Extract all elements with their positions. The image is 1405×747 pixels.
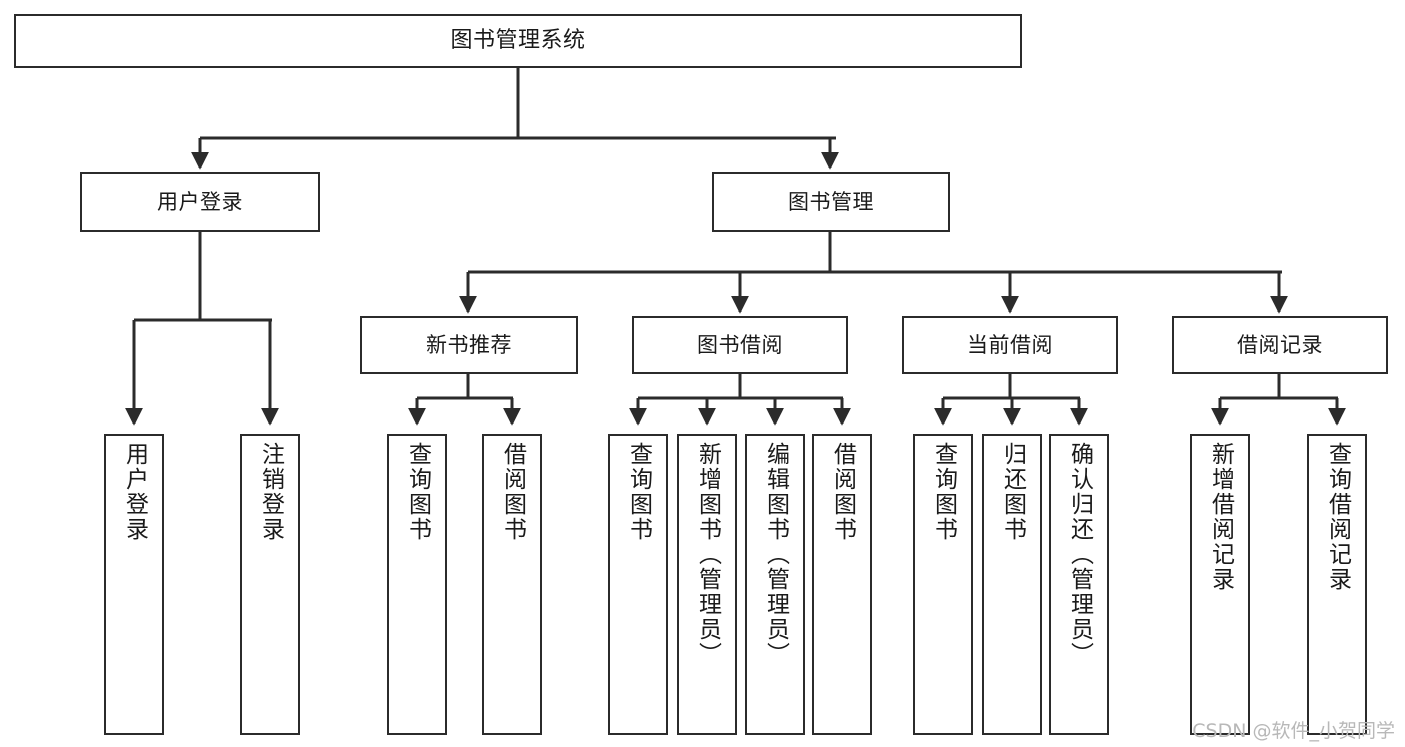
node-book-borrow-label: 图书借阅 [697, 332, 783, 357]
node-root[interactable]: 图书管理系统 [14, 14, 1022, 68]
node-leaf-return-book-label: 归还图书 [999, 442, 1026, 542]
node-leaf-user-login-label: 用户登录 [121, 442, 148, 542]
node-borrow-record-label: 借阅记录 [1237, 332, 1323, 357]
node-leaf-logout-label: 注销登录 [257, 442, 284, 542]
node-leaf-user-login[interactable]: 用户登录 [104, 434, 164, 735]
node-leaf-logout[interactable]: 注销登录 [240, 434, 300, 735]
node-current-borrow-label: 当前借阅 [967, 332, 1053, 357]
node-leaf-edit-book-label: 编辑图书（管理员） [762, 442, 789, 667]
node-current-borrow[interactable]: 当前借阅 [902, 316, 1118, 374]
node-leaf-query-book-3[interactable]: 查询图书 [913, 434, 973, 735]
node-leaf-edit-book[interactable]: 编辑图书（管理员） [745, 434, 805, 735]
node-leaf-confirm-return[interactable]: 确认归还（管理员） [1049, 434, 1109, 735]
node-leaf-query-book-1[interactable]: 查询图书 [387, 434, 447, 735]
node-book-management[interactable]: 图书管理 [712, 172, 950, 232]
node-leaf-add-record[interactable]: 新增借阅记录 [1190, 434, 1250, 735]
node-leaf-query-record-label: 查询借阅记录 [1324, 442, 1351, 592]
node-leaf-borrow-book-2-label: 借阅图书 [829, 442, 856, 542]
node-leaf-add-book-label: 新增图书（管理员） [694, 442, 721, 667]
node-root-label: 图书管理系统 [450, 28, 586, 54]
node-leaf-query-book-3-label: 查询图书 [930, 442, 957, 542]
node-book-borrow[interactable]: 图书借阅 [632, 316, 848, 374]
node-leaf-return-book[interactable]: 归还图书 [982, 434, 1042, 735]
node-new-book-recommend[interactable]: 新书推荐 [360, 316, 578, 374]
node-new-book-recommend-label: 新书推荐 [426, 332, 512, 357]
node-leaf-borrow-book-2[interactable]: 借阅图书 [812, 434, 872, 735]
node-leaf-query-book-1-label: 查询图书 [404, 442, 431, 542]
node-leaf-query-record[interactable]: 查询借阅记录 [1307, 434, 1367, 735]
watermark: CSDN @软件_小贺同学 [1192, 720, 1395, 742]
node-user-login[interactable]: 用户登录 [80, 172, 320, 232]
node-leaf-add-book[interactable]: 新增图书（管理员） [677, 434, 737, 735]
node-leaf-query-book-2-label: 查询图书 [625, 442, 652, 542]
node-leaf-add-record-label: 新增借阅记录 [1207, 442, 1234, 592]
node-borrow-record[interactable]: 借阅记录 [1172, 316, 1388, 374]
node-leaf-borrow-book-1[interactable]: 借阅图书 [482, 434, 542, 735]
node-leaf-borrow-book-1-label: 借阅图书 [499, 442, 526, 542]
node-user-login-label: 用户登录 [157, 189, 243, 214]
node-leaf-query-book-2[interactable]: 查询图书 [608, 434, 668, 735]
node-book-management-label: 图书管理 [788, 189, 874, 214]
node-leaf-confirm-return-label: 确认归还（管理员） [1066, 442, 1093, 667]
